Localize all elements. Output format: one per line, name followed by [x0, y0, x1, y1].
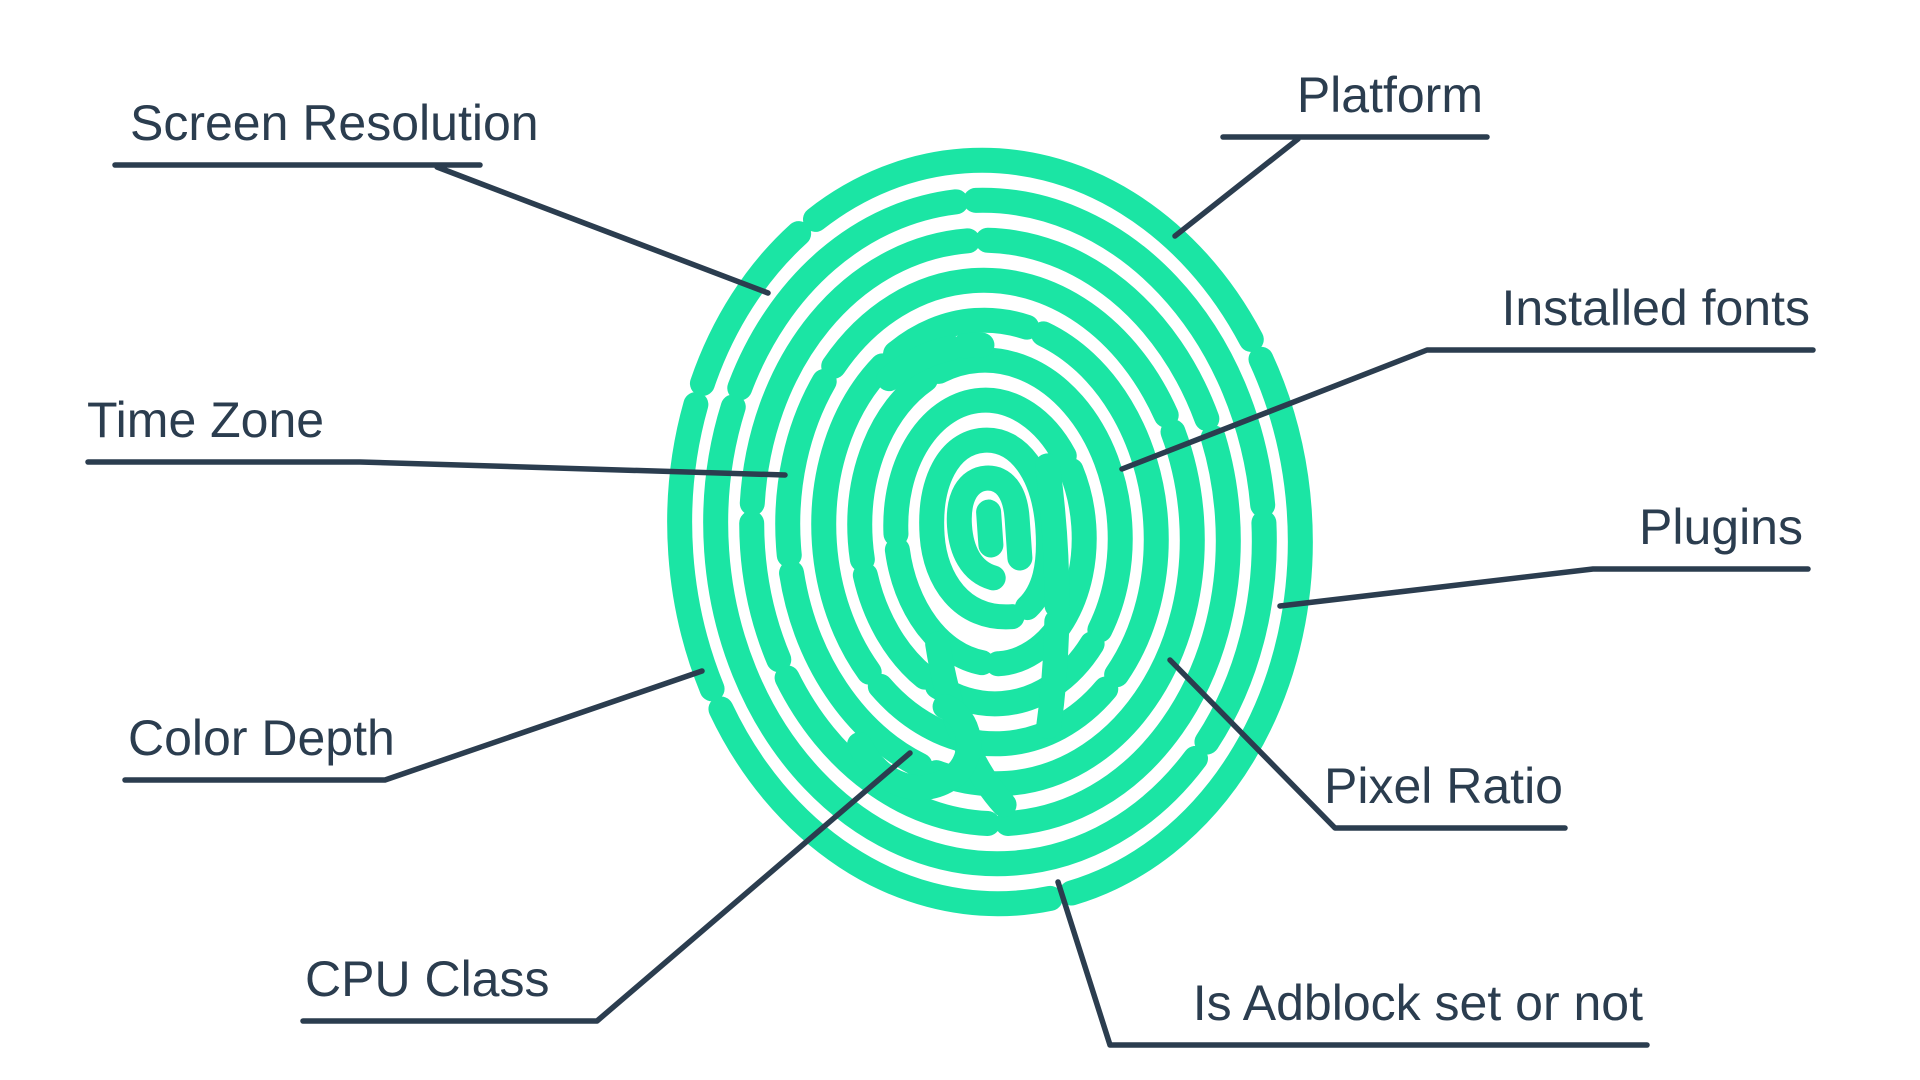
- label-screen-resolution: Screen Resolution: [130, 95, 539, 151]
- ridge-ring-4: [775, 267, 1205, 797]
- is-adblock-callout-line: [1055, 879, 1650, 1048]
- label-installed-fonts: Installed fonts: [1501, 280, 1810, 336]
- ridge-ring-3: [739, 227, 1241, 837]
- callout-lines: [85, 134, 1816, 1048]
- ridge-bottom-loop: [847, 694, 982, 801]
- screen-resolution-callout-line: [112, 162, 771, 296]
- ridge-ring-5: [811, 307, 1169, 757]
- fingerprint-graphic: [667, 147, 1313, 917]
- installed-fonts-callout-line: [1119, 347, 1816, 472]
- ridge-top-stub: [876, 332, 995, 392]
- ridge-ring-6: [847, 347, 1133, 717]
- ridge-ring-2: [703, 187, 1277, 877]
- label-platform: Platform: [1296, 67, 1483, 123]
- plugins-callout-line: [1277, 566, 1811, 609]
- color-depth-callout-line: [122, 668, 705, 783]
- label-cpu-class: CPU Class: [305, 951, 550, 1007]
- label-pixel-ratio: Pixel Ratio: [1324, 758, 1563, 814]
- ridge-core-center: [976, 499, 1004, 558]
- pixel-ratio-callout-line: [1167, 657, 1568, 831]
- label-plugins: Plugins: [1639, 499, 1803, 555]
- label-is-adblock: Is Adblock set or not: [1192, 975, 1643, 1031]
- time-zone-callout-line: [85, 459, 788, 478]
- label-color-depth: Color Depth: [128, 710, 395, 766]
- cpu-class-callout-line: [300, 750, 913, 1024]
- label-time-zone: Time Zone: [87, 392, 325, 448]
- ridge-ring-7: [883, 387, 1097, 677]
- ridge-right-descender: [1035, 453, 1070, 739]
- ridge-core-hook: [946, 465, 1033, 591]
- platform-callout-line: [1172, 134, 1490, 239]
- ridge-ring-1: [667, 147, 1313, 917]
